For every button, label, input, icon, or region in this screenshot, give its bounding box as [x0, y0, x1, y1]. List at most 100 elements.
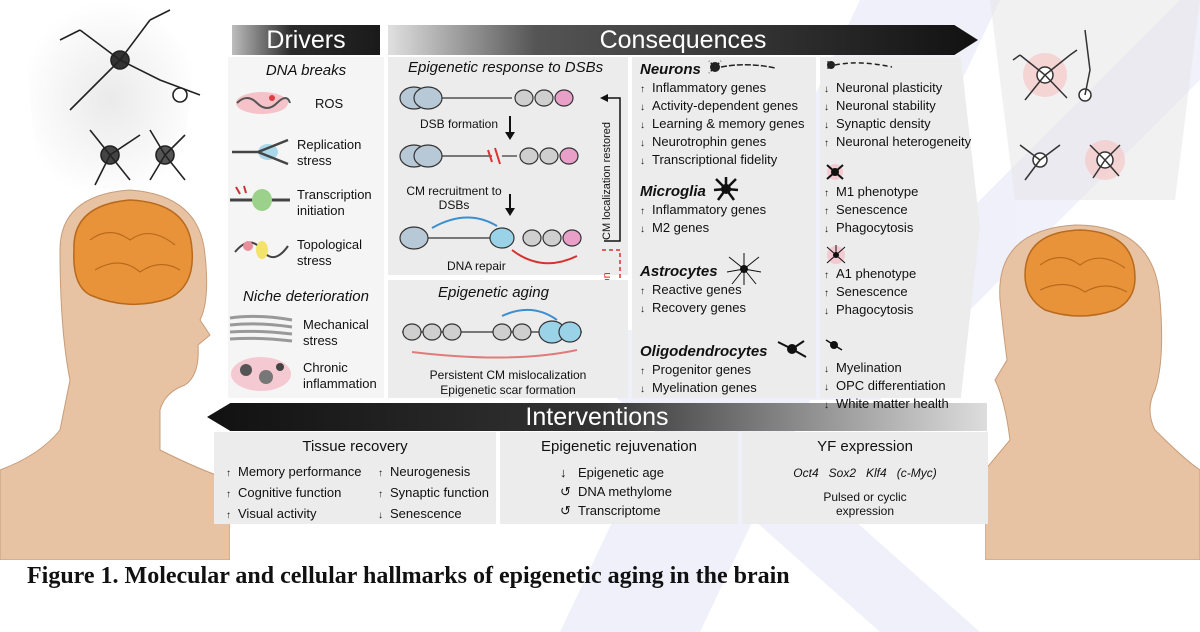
- outcome-row-text: A1 phenotype: [836, 266, 917, 281]
- down-arrow-icon: ↓: [824, 84, 829, 95]
- gene-row-text: Myelination genes: [652, 380, 757, 395]
- neuron-small-icon: [824, 58, 971, 80]
- replication-fork-icon: [232, 138, 289, 166]
- up-arrow-icon: ↑: [640, 206, 645, 217]
- down-arrow-icon: ↓: [824, 224, 829, 235]
- niche-heading: Niche deterioration: [243, 288, 369, 305]
- outcome-row-text: Phagocytosis: [836, 220, 914, 235]
- gene-row: ↑ Inflammatory genes: [640, 202, 766, 220]
- rejuvenation-list: ↓Epigenetic age↺DNA methylome↺Transcript…: [560, 463, 672, 520]
- down-arrow-icon: ↓: [824, 306, 829, 317]
- chromatin-dsb-diagram: [399, 86, 582, 265]
- degenerating-neurons-icon: [1012, 29, 1125, 181]
- neuron-icon: [707, 59, 777, 79]
- tissue-recovery-panel: [214, 432, 496, 524]
- down-arrow-icon: ↓: [640, 304, 645, 315]
- cell-type-name: Astrocytes: [640, 262, 718, 280]
- cell-type-header: Microglia: [640, 176, 766, 202]
- tissue-recovery-item-text: Memory performance: [238, 464, 362, 479]
- up-arrow-icon: ↑: [824, 138, 829, 149]
- aging-chromatin-diagram: [402, 309, 582, 359]
- outcome-row-text: Synaptic density: [836, 116, 931, 131]
- cell-types-panel: [632, 57, 816, 398]
- oligodendrocyte-icon: [774, 339, 808, 364]
- factor-klf4: Klf4: [866, 466, 887, 480]
- up-arrow-icon: ↑: [824, 270, 829, 281]
- outcome-group: ↑M1 phenotype↑Senescence↓Phagocytosis: [824, 162, 918, 238]
- astrocyte-small-icon: [824, 244, 916, 266]
- gene-row: ↓ Myelination genes: [640, 380, 808, 398]
- driver-label-transcription: Transcription initiation: [297, 187, 372, 218]
- up-arrow-icon: ↑: [226, 468, 231, 479]
- fiber-icon: [229, 314, 293, 343]
- gene-row-text: M2 genes: [652, 220, 710, 235]
- driver-label-mechanical: Mechanical stress: [303, 317, 369, 348]
- outcome-row-text: Phagocytosis: [836, 302, 914, 317]
- yf-note: Pulsed or cyclic expression: [823, 490, 907, 518]
- aged-head: [985, 224, 1200, 560]
- ros-icon: [236, 92, 291, 114]
- outcome-row-text: M1 phenotype: [836, 184, 919, 199]
- microglia-icon: [712, 176, 740, 207]
- outcome-row-text: White matter health: [836, 396, 949, 411]
- astrocyte-icon: [724, 252, 764, 291]
- oligodendrocyte-small-icon: [824, 338, 949, 360]
- gene-row: ↓Transcriptional fidelity: [640, 152, 804, 170]
- down-arrow-icon: ↓: [824, 364, 829, 375]
- driver-label-replication: Replication stress: [297, 137, 362, 168]
- down-arrow-icon: ↓: [640, 156, 645, 167]
- cell-type-header: Astrocytes: [640, 252, 764, 285]
- down-arrow-icon: ↓: [560, 465, 567, 480]
- outcome-row: ↑Neuronal heterogeneity: [824, 134, 971, 152]
- gene-row-text: Reactive genes: [652, 282, 742, 297]
- driver-label-topological: Topological stress: [297, 237, 363, 268]
- consequences-banner: Consequences: [388, 25, 978, 55]
- outcomes-panel: [820, 57, 980, 398]
- up-arrow-icon: ↑: [226, 510, 231, 521]
- down-arrow-icon: ↓: [824, 120, 829, 131]
- tissue-recovery-item: ↑Cognitive function: [226, 483, 362, 504]
- cell-type-header: Oligodendrocytes: [640, 339, 808, 364]
- down-arrow-icon: ↓: [640, 138, 645, 149]
- dsb-step-recruitment: CM recruitment to DSBs: [406, 184, 502, 212]
- outcome-row: ↓ Phagocytosis: [824, 302, 916, 320]
- down-arrow-icon: ↓: [640, 224, 645, 235]
- side-label-restored: CM localization restored: [601, 122, 613, 240]
- rejuvenation-title: Epigenetic rejuvenation: [541, 438, 697, 455]
- aging-line-2: Epigenetic scar formation: [440, 383, 576, 397]
- up-arrow-icon: ↑: [378, 489, 383, 500]
- outcome-row: ↓ Phagocytosis: [824, 220, 918, 238]
- up-arrow-icon: ↑: [824, 188, 829, 199]
- tissue-recovery-title: Tissue recovery: [302, 438, 408, 455]
- gene-row-text: Inflammatory genes: [652, 202, 767, 217]
- transcription-icon: [230, 185, 290, 211]
- dsb-heading: Epigenetic response to DSBs: [408, 59, 604, 76]
- immune-cells-icon: [231, 357, 291, 391]
- yf-factors: Oct4 Sox2 Klf4 (c-Myc): [742, 466, 988, 480]
- dsb-break-icon: [487, 147, 501, 165]
- down-arrow-icon: ↓: [640, 384, 645, 395]
- down-arrow-icon: ↓: [824, 400, 829, 411]
- aging-heading: Epigenetic aging: [438, 284, 549, 301]
- up-arrow-icon: ↑: [378, 468, 383, 479]
- tissue-recovery-item-text: Cognitive function: [238, 485, 342, 500]
- gene-row: ↓Recovery genes: [640, 300, 764, 318]
- drivers-title: Drivers: [266, 25, 346, 54]
- up-arrow-icon: ↑: [640, 286, 645, 297]
- tissue-recovery-item: ↑ Memory performance: [226, 462, 362, 483]
- drivers-panel: [228, 57, 384, 398]
- dsb-step-repair: DNA repair: [447, 259, 506, 273]
- tissue-recovery-item-text: Visual activity: [238, 506, 317, 521]
- gene-row-text: Progenitor genes: [652, 362, 752, 377]
- outcome-row: ↓ Synaptic density: [824, 116, 971, 134]
- gene-row: ↑ Reactive genes: [640, 282, 764, 300]
- up-arrow-icon: ↑: [640, 84, 645, 95]
- rejuvenation-item: ↓Epigenetic age: [560, 463, 672, 482]
- outcome-row: ↓Neuronal plasticity: [824, 80, 971, 98]
- cell-type-name: Microglia: [640, 182, 706, 200]
- yf-title: YF expression: [817, 438, 913, 455]
- outcome-group: ↓Neuronal plasticity↓Neuronal stability↓…: [824, 58, 971, 152]
- young-head: [0, 189, 230, 560]
- cell-type-astrocytes: Astrocytes ↑ Reactive genes ↓Recovery genes: [640, 252, 764, 318]
- topology-icon: [234, 241, 289, 259]
